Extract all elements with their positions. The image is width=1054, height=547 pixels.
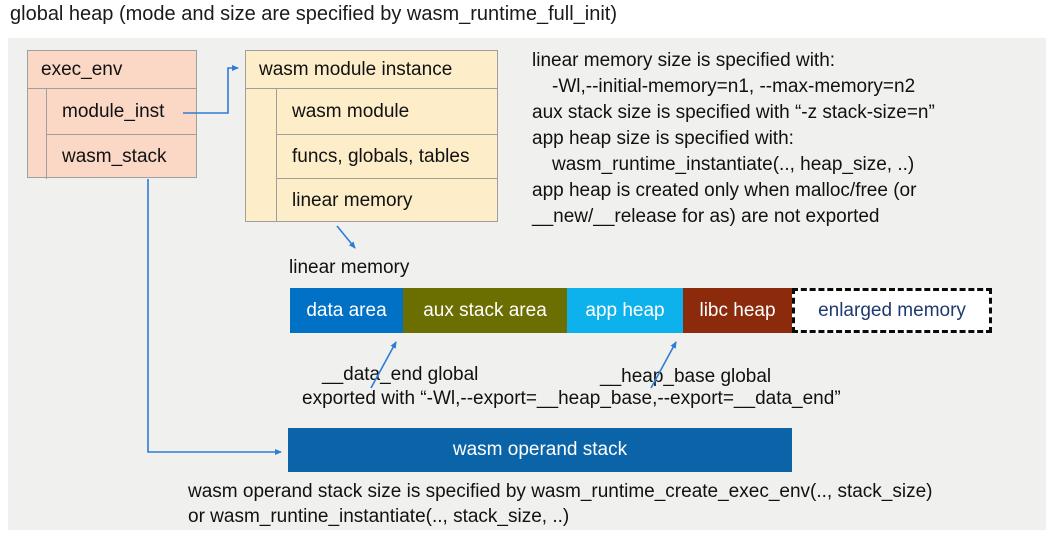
data-end-global-label: __data_end global (322, 364, 479, 385)
segment-label: app heap (585, 299, 665, 321)
segment-label: enlarged memory (818, 299, 966, 321)
info-line: wasm_runtime_instantiate(.., heap_size, … (552, 154, 915, 175)
instance-row-wasm-module: wasm module (276, 89, 498, 135)
wasm-operand-stack-label: wasm operand stack (452, 439, 628, 460)
linear-memory-segment-data-area: data area (290, 288, 403, 333)
exec-env-header: exec_env (28, 51, 196, 89)
info-line: aux stack size is specified with “-z sta… (532, 102, 935, 123)
bottom-text-line-2: or wasm_runtine_instantiate(.., stack_si… (188, 506, 570, 527)
wasm-operand-stack-box: wasm operand stack (288, 428, 792, 472)
segment-label: data area (306, 299, 387, 321)
heap-base-global-label: __heap_base global (600, 366, 772, 387)
instance-row-linear-memory: linear memory (276, 179, 498, 222)
linear-memory-segment-aux-stack-area: aux stack area (403, 288, 567, 333)
bottom-text-block: wasm operand stack size is specified by … (188, 479, 933, 529)
exec-env-row-wasm-stack: wasm_stack (46, 135, 197, 179)
linear-memory-segment-app-heap: app heap (567, 288, 683, 333)
info-text-block: linear memory size is specified with: -W… (532, 48, 935, 230)
wasm-module-instance-box: wasm module instance wasm module funcs, … (245, 50, 498, 222)
instance-row-funcs-globals-tables: funcs, globals, tables (276, 135, 498, 179)
info-line: app heap size is specified with: (532, 128, 794, 149)
linear-memory-segment-libc-heap: libc heap (683, 288, 792, 333)
bottom-text-line-1: wasm operand stack size is specified by … (188, 481, 933, 502)
info-line: linear memory size is specified with: (532, 50, 836, 71)
linear-memory-segment-enlarged-memory: enlarged memory (792, 288, 992, 333)
info-line: __new/__release for as) are not exported (532, 206, 880, 227)
wasm-module-instance-header: wasm module instance (246, 51, 497, 89)
exported-with-label: exported with “-Wl,--export=__heap_base,… (302, 388, 841, 409)
exec-env-row-module-inst: module_inst (46, 89, 197, 135)
segment-label: aux stack area (423, 299, 547, 321)
diagram-title: global heap (mode and size are specified… (10, 3, 617, 25)
info-line: -Wl,--initial-memory=n1, --max-memory=n2 (552, 76, 916, 97)
segment-label: libc heap (699, 299, 776, 321)
linear-memory-label: linear memory (289, 257, 410, 278)
exec-env-box: exec_env module_inst wasm_stack (27, 50, 197, 179)
info-line: app heap is created only when malloc/fre… (532, 180, 917, 201)
